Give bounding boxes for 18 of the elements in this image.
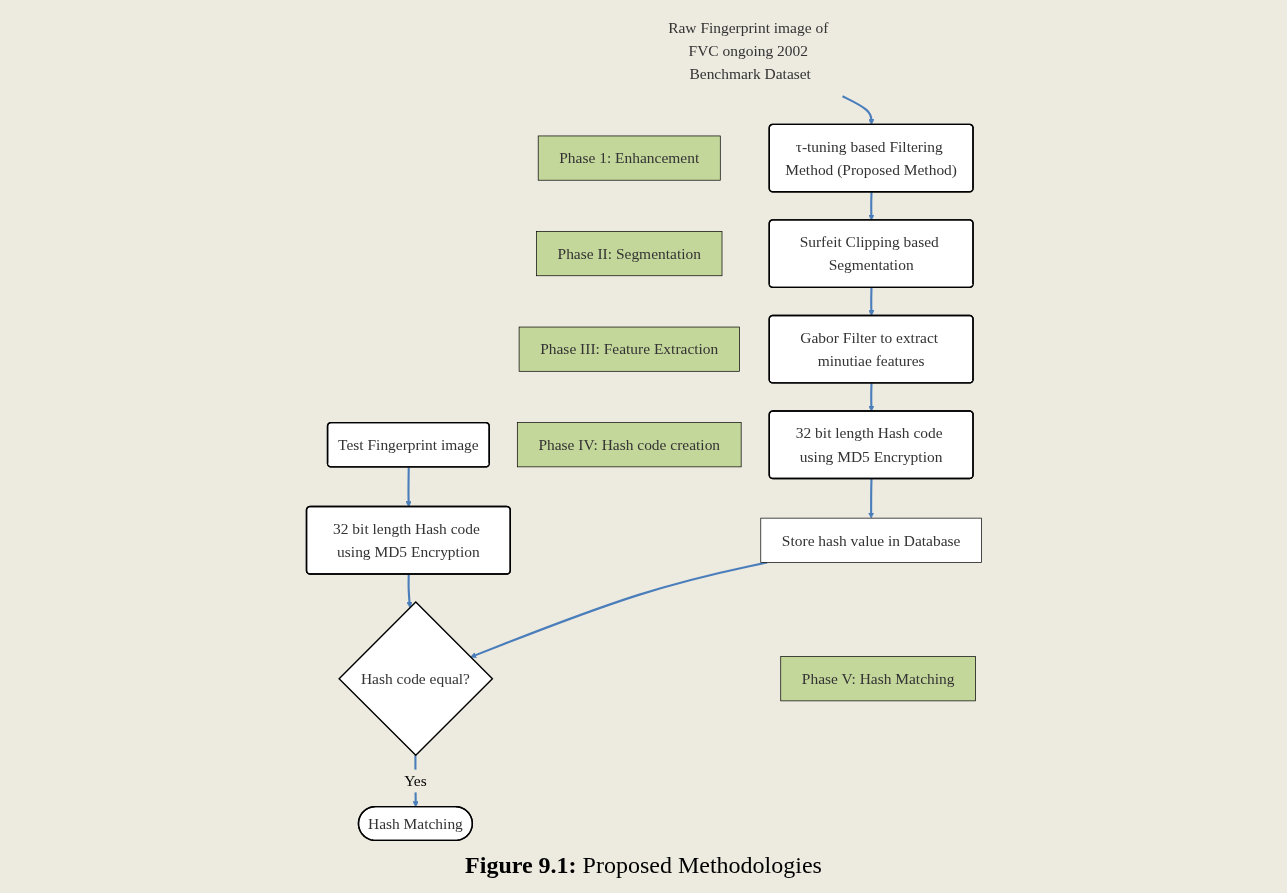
arrow [867,478,874,519]
figure-caption: Figure 9.1: Proposed Methodologies [465,852,822,879]
arrow [405,574,413,608]
arrow [469,561,767,658]
arrow [405,467,412,508]
node-box: Phase III: Feature Extraction [518,326,740,372]
arrow [841,95,874,125]
node-text: Raw Fingerprint image of FVC ongoing 2002 Benchmark Dataset [667,18,828,83]
node-box: Phase 1: Enhancement [537,135,721,181]
edge-label: Yes [403,772,427,790]
arrow [867,383,874,412]
node-box: Phase II: Segmentation [535,231,722,277]
arrow [867,287,874,317]
node-box: Phase IV: Hash code creation [516,422,741,468]
arrow [867,192,874,221]
node-box: Store hash value in Database [759,517,982,563]
node-diamond: Hash code equal? [337,601,493,757]
node-box: Phase V: Hash Matching [779,656,976,702]
